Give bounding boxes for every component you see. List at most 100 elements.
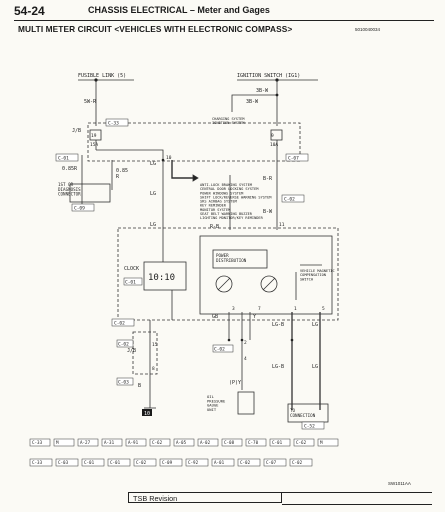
pin-2: 2: [244, 340, 247, 346]
pin-8: 8: [152, 366, 155, 372]
clock-label: CLOCK: [124, 266, 139, 272]
connector-jb-top: C-33: [108, 121, 119, 127]
legend-connector-box: [29, 438, 51, 447]
junction-block-2: [132, 331, 158, 375]
legend-connector-box: [149, 438, 171, 447]
wire-label-b: B: [138, 383, 141, 389]
page-header: 54-24 CHASSIS ELECTRICAL – Meter and Gag…: [14, 4, 434, 18]
legend-connector-box: [289, 458, 313, 467]
pin-1: 1: [294, 306, 297, 312]
connector-mid: C-02: [214, 347, 225, 353]
doc-code: 5010040034: [355, 27, 381, 32]
connector-jb-left: C-01: [58, 156, 69, 162]
connector-bus: C-02: [114, 321, 125, 327]
legend-connector-box: [293, 438, 315, 447]
wire-label-lg-r: LG: [312, 322, 318, 328]
wire-label-lg-3: LG: [150, 222, 156, 228]
legend-connector-label: C-01: [84, 460, 95, 465]
legend-connector-label: C-02: [292, 460, 303, 465]
pin-10: 10: [166, 155, 172, 161]
clock-time: 10:10: [148, 273, 175, 283]
legend-connector-label: A-01: [214, 460, 225, 465]
legend-connector-box: [237, 458, 261, 467]
jb2-label: J/B: [127, 348, 136, 354]
connector-bottom-right: C-52: [304, 424, 315, 430]
legend-connector-box: [317, 438, 339, 447]
pin-3: 3: [232, 306, 235, 312]
gauge-left: [215, 275, 233, 293]
wire-3b-w-branch: [231, 94, 277, 112]
fuse-top-amp: 15A: [90, 142, 98, 148]
legend-connector-label: A-31: [104, 440, 115, 445]
pin-5: 5: [322, 306, 325, 312]
junction-block-box: [87, 122, 301, 162]
wire-label-lg: LG: [150, 161, 156, 167]
ground-label: 10: [144, 411, 150, 417]
legend-connector-box: [185, 458, 209, 467]
legend-connector-label: C-02: [136, 460, 147, 465]
wire-label-b-w: B-W: [263, 209, 273, 215]
ground-marker: [142, 409, 152, 416]
wire-lg-systems: [171, 160, 193, 179]
pin-4: 4: [244, 356, 247, 362]
legend-connector-box: [101, 438, 123, 447]
tsb-revision: TSB Revision: [128, 492, 282, 503]
wire-label-b-r: B-R: [263, 176, 273, 182]
connector-jb-right: C-07: [288, 156, 299, 162]
wire-label-y: Y: [253, 314, 256, 320]
connector-jb2: C-02: [118, 342, 129, 348]
fuse-top-no: 19: [91, 133, 97, 139]
wire-label-r-b: R-B: [210, 224, 219, 230]
legend-connector-label: A-05: [176, 440, 187, 445]
legend-connector-box: [197, 438, 219, 447]
legend-connector-box: [53, 438, 75, 447]
legend-connector-label: C-62: [152, 440, 163, 445]
diagram-title: MULTI METER CIRCUIT <VEHICLES WITH ELECT…: [18, 24, 293, 34]
legend-connector-label: A-91: [128, 440, 139, 445]
power-distribution-label-box: [212, 249, 268, 269]
pin-11: 11: [279, 222, 285, 228]
legend-connector-label: A-27: [80, 440, 91, 445]
wire-label-py: (P)Y: [229, 380, 241, 386]
connector-right: C-02: [284, 197, 295, 203]
wire-label-lg-b-2: LG-B: [272, 364, 284, 370]
legend-connector-label: C-01: [110, 460, 121, 465]
fuse-19: [89, 129, 102, 141]
legend-connector-box: [211, 458, 235, 467]
wire-label-3b-w-a: 3B-W: [256, 88, 269, 94]
legend-connector-box: [245, 438, 267, 447]
legend-connector-label: A-02: [200, 440, 211, 445]
diagnosis-connector-box: [69, 183, 111, 203]
figure-ref: SW1011AA: [388, 481, 411, 486]
legend-connector-box: [55, 458, 79, 467]
legend-connector-label: C-92: [188, 460, 199, 465]
page-number: 54-24: [14, 4, 45, 18]
legend-connector-label: C-07: [266, 460, 277, 465]
legend-connector-label: C-02: [240, 460, 251, 465]
legend-connector-box: [125, 438, 147, 447]
connector-diag: C-09: [74, 206, 85, 212]
jb-label: J/B: [72, 128, 81, 134]
power-distribution-box: [199, 235, 333, 315]
wire-label-3b-w-b: 3B-W: [246, 99, 259, 105]
fuse-9: [270, 129, 283, 141]
wire-label-lg-b: LG-B: [272, 322, 284, 328]
clock-display: [143, 261, 187, 291]
tsb-rule: [282, 492, 432, 505]
legend-connector-box: [77, 438, 99, 447]
oil-pressure-unit: [237, 391, 255, 415]
legend-connector-box: [159, 458, 183, 467]
legend-connector-label: C-09: [162, 460, 173, 465]
fusible-link-label: FUSIBLE LINK (5): [78, 73, 126, 79]
legend-connector-label: C-33: [32, 460, 43, 465]
wire-label-gb: GB: [212, 314, 218, 320]
